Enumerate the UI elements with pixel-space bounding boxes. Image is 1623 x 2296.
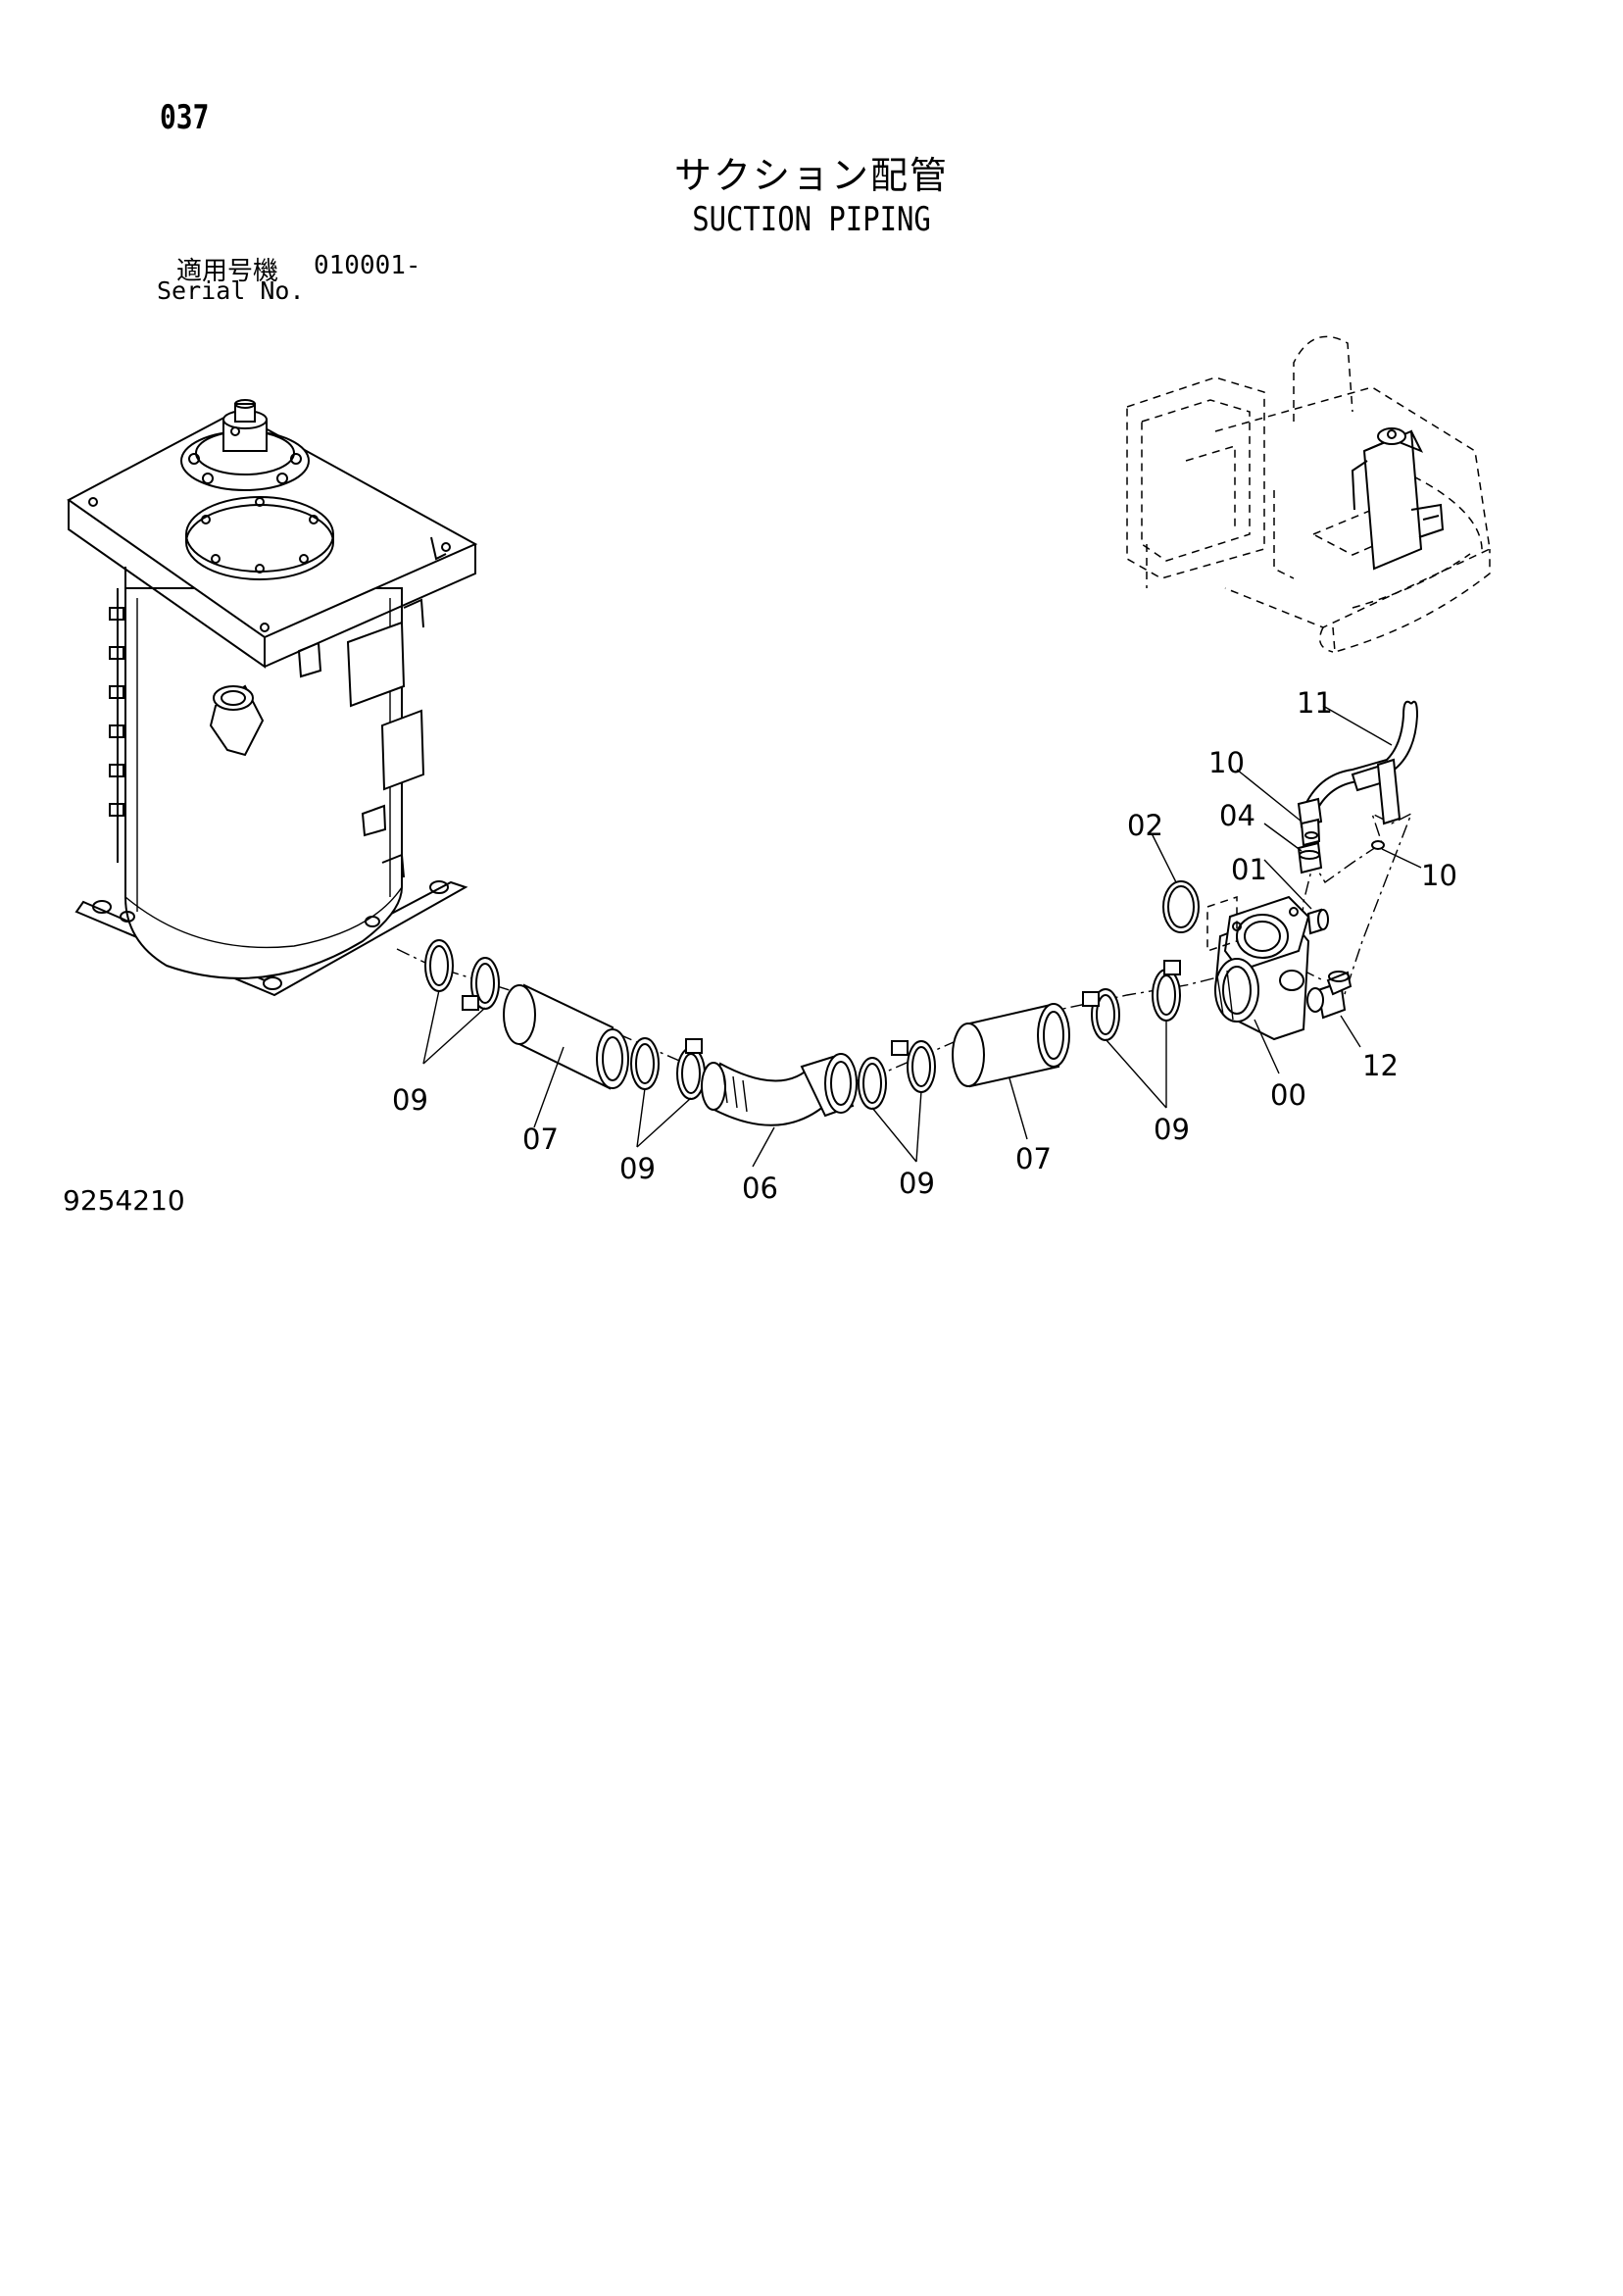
serial-label-english: Serial No. <box>157 276 305 305</box>
elbow-fitting <box>1306 971 1352 1020</box>
title-japanese: サクション配管 <box>673 154 949 197</box>
title-english: SUCTION PIPING <box>692 200 931 239</box>
serial-range: 010001- <box>314 251 421 280</box>
drawing-number: 9254210 <box>63 1184 185 1217</box>
callout-11: 11 <box>1297 686 1333 720</box>
callout-01: 01 <box>1231 853 1267 886</box>
callout-09-c: 09 <box>899 1167 935 1200</box>
callout-09-d: 09 <box>1154 1113 1190 1146</box>
callout-09-a: 09 <box>392 1083 428 1117</box>
o-ring <box>1162 880 1200 933</box>
callout-02: 02 <box>1127 809 1163 842</box>
suction-hose-right <box>952 1003 1070 1088</box>
suction-hose-left <box>503 983 629 1090</box>
adapter-fitting <box>1297 831 1323 874</box>
callout-12: 12 <box>1362 1049 1399 1082</box>
hose-clamp-group-4 <box>1082 960 1181 1041</box>
page-number: 037 <box>160 98 210 137</box>
callout-04: 04 <box>1219 799 1255 832</box>
hose-clamp-group-1 <box>424 939 500 1011</box>
hydraulic-tank <box>67 399 478 997</box>
suction-flange <box>1213 895 1310 1041</box>
drain-hose <box>1297 700 1419 847</box>
hose-clamp-group-2 <box>630 1037 706 1100</box>
callout-09-b: 09 <box>619 1152 656 1185</box>
small-o-ring <box>1371 840 1385 850</box>
serial-label-japanese: 適用号機 <box>176 257 279 286</box>
callout-10-a: 10 <box>1208 746 1245 779</box>
leader-lines <box>422 705 1422 1168</box>
hose-clamp-group-3 <box>858 1040 936 1110</box>
callout-00: 00 <box>1270 1078 1306 1112</box>
callout-07-a: 07 <box>522 1123 559 1156</box>
gasket-outline <box>1206 895 1238 953</box>
flange-bolt <box>1306 908 1329 935</box>
callout-10-b: 10 <box>1421 859 1457 892</box>
callout-06: 06 <box>742 1172 778 1205</box>
callout-07-b: 07 <box>1015 1142 1052 1175</box>
suction-elbow <box>701 1053 858 1126</box>
machine-locator-view <box>1126 335 1491 653</box>
